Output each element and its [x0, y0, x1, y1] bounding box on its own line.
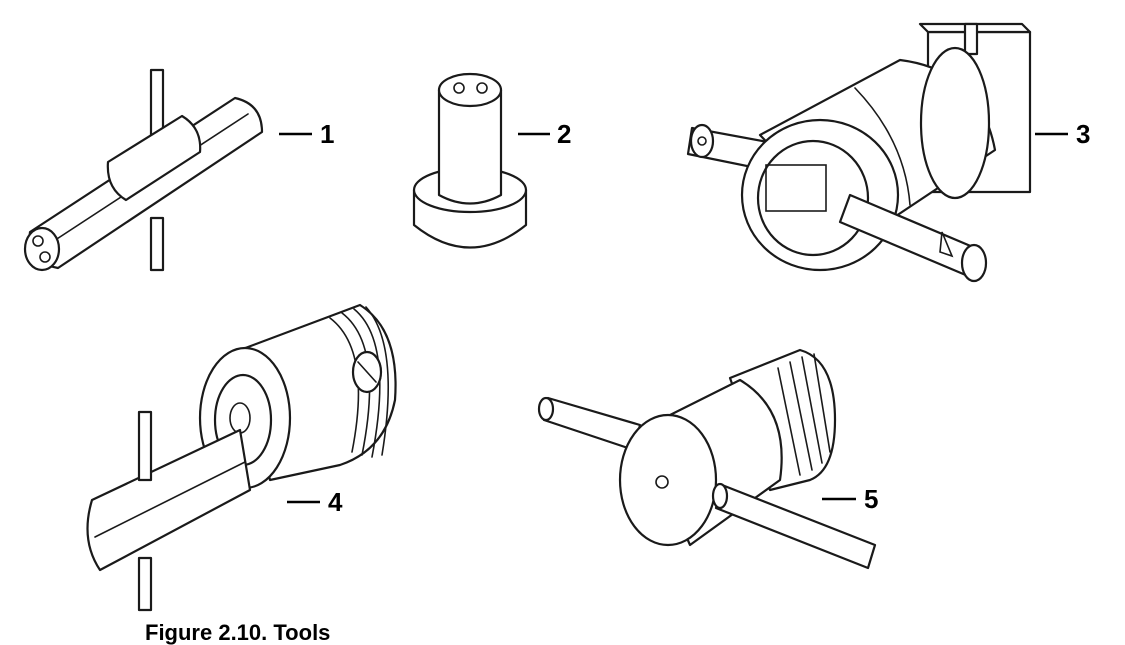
- tool-5-ribbed-knob: [537, 348, 877, 570]
- tool-1-t-handle-wrench: [23, 68, 264, 272]
- tool-3-puller: [686, 22, 1032, 283]
- tool-2-plug-gauge: [412, 72, 528, 249]
- callout-3: 3: [1076, 119, 1090, 149]
- callout-1: 1: [320, 119, 334, 149]
- tool-4-threaded-housing: [86, 303, 397, 612]
- callout-2: 2: [557, 119, 571, 149]
- callout-4: 4: [328, 487, 343, 517]
- callout-5: 5: [864, 484, 878, 514]
- figure-caption: Figure 2.10. Tools: [145, 620, 330, 645]
